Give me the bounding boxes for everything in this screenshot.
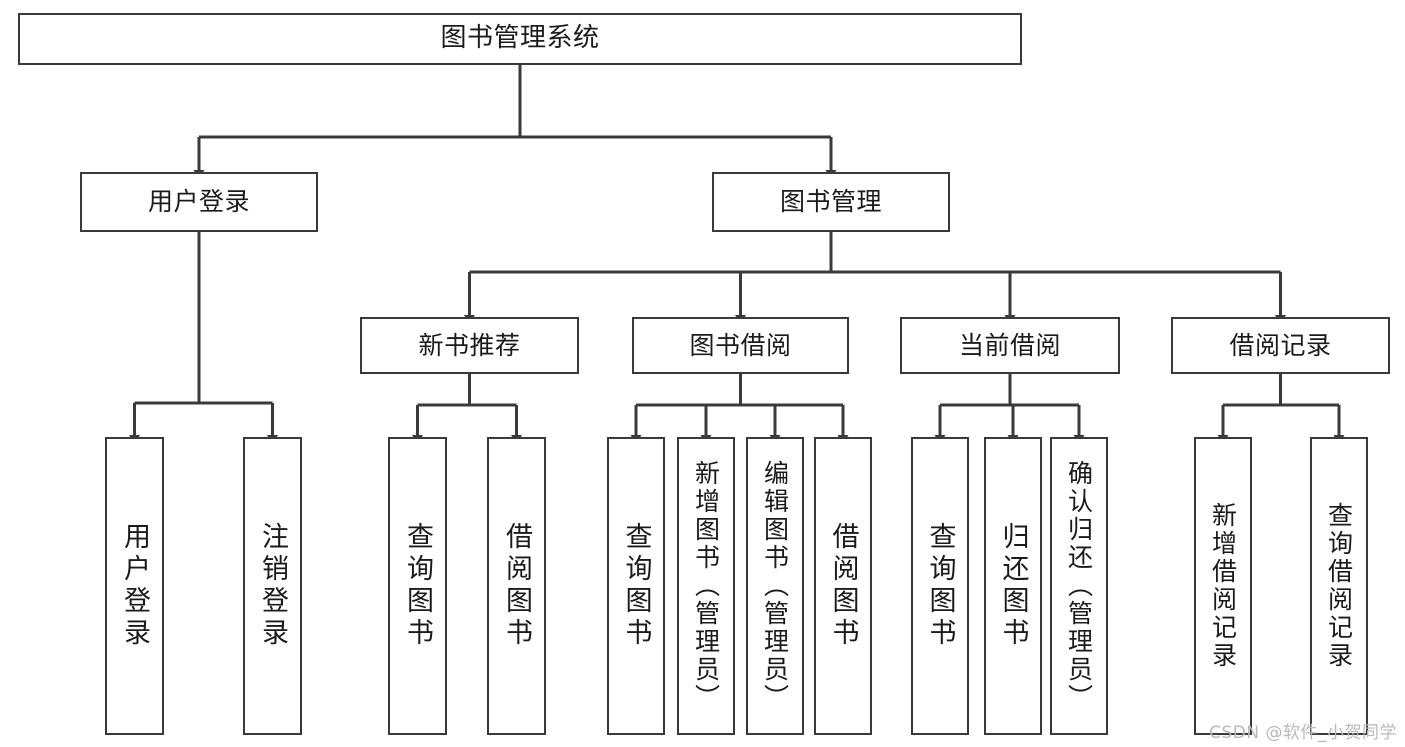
node-label: 确认归还（管理员）	[1064, 460, 1094, 712]
node-label: 注销登录	[257, 522, 288, 650]
node-label: 图书借阅	[689, 330, 792, 360]
node-l3-1[interactable]: 图书借阅	[632, 317, 849, 374]
node-l3-2[interactable]: 当前借阅	[900, 317, 1120, 374]
node-root[interactable]: 图书管理系统	[18, 13, 1022, 65]
node-label: 借阅记录	[1229, 330, 1332, 360]
node-label: 用户登录	[147, 187, 250, 216]
node-leaf-4[interactable]: 查询图书	[607, 437, 665, 735]
node-label: 新增借阅记录	[1208, 502, 1238, 670]
node-label: 当前借阅	[958, 330, 1061, 360]
node-l2-1[interactable]: 图书管理	[712, 172, 950, 232]
node-leaf-0[interactable]: 用户登录	[105, 437, 164, 735]
node-label: 查询借阅记录	[1324, 502, 1354, 670]
node-label: 借阅图书	[501, 522, 532, 650]
node-leaf-10[interactable]: 确认归还（管理员）	[1050, 437, 1108, 735]
node-leaf-2[interactable]: 查询图书	[388, 437, 447, 735]
node-leaf-3[interactable]: 借阅图书	[487, 437, 546, 735]
node-label: 新增图书（管理员）	[691, 460, 721, 712]
node-label: 新书推荐	[418, 330, 521, 360]
node-l3-0[interactable]: 新书推荐	[360, 317, 579, 374]
node-label: 编辑图书（管理员）	[760, 460, 790, 712]
node-label: 查询图书	[620, 522, 652, 650]
node-label: 借阅图书	[827, 522, 859, 650]
node-label: 查询图书	[924, 522, 956, 650]
node-leaf-1[interactable]: 注销登录	[243, 437, 302, 735]
node-label: 图书管理系统	[440, 23, 600, 54]
node-l2-0[interactable]: 用户登录	[80, 172, 318, 232]
node-l3-3[interactable]: 借阅记录	[1171, 317, 1390, 374]
node-label: 用户登录	[119, 522, 150, 650]
watermark-text: CSDN @软件_小贺同学	[1209, 723, 1397, 743]
node-leaf-11[interactable]: 新增借阅记录	[1194, 437, 1252, 735]
node-label: 归还图书	[997, 522, 1029, 650]
node-label: 图书管理	[779, 187, 882, 216]
node-leaf-5[interactable]: 新增图书（管理员）	[677, 437, 735, 735]
node-leaf-6[interactable]: 编辑图书（管理员）	[746, 437, 804, 735]
node-leaf-12[interactable]: 查询借阅记录	[1310, 437, 1368, 735]
node-leaf-8[interactable]: 查询图书	[911, 437, 969, 735]
node-label: 查询图书	[402, 522, 433, 650]
node-leaf-7[interactable]: 借阅图书	[814, 437, 872, 735]
node-leaf-9[interactable]: 归还图书	[984, 437, 1042, 735]
